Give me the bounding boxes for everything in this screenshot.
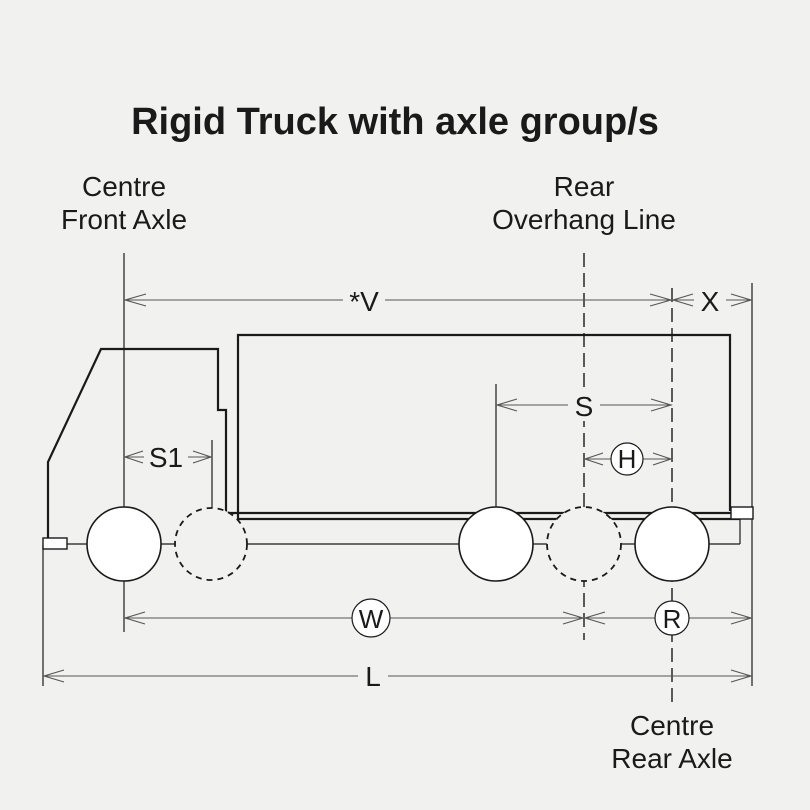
- dim-w-arrow-right: [562, 611, 585, 625]
- dim-h-arrow-right: [652, 452, 673, 466]
- rear-drive-wheel-2: [634, 506, 710, 582]
- dim-s1-label: S1: [149, 442, 183, 473]
- dim-w-arrow-left: [123, 611, 146, 625]
- dim-r-arrow-right: [730, 611, 753, 625]
- dim-s-arrow-right: [650, 398, 673, 412]
- label-centre-front-axle-line2: Front Axle: [61, 204, 187, 235]
- dim-r-arrow-left: [583, 611, 606, 625]
- dim-w-circle: [351, 598, 391, 638]
- dim-s1-arrow-right: [192, 450, 213, 464]
- truck-cab: [46, 347, 228, 540]
- label-rear-overhang-line2: Overhang Line: [492, 204, 676, 235]
- label-rear-overhang-line1: Rear: [554, 171, 615, 202]
- dim-v-arrow-left: [122, 293, 147, 307]
- rear-drive-wheel-1: [458, 506, 534, 582]
- optional-rear-wheel: [546, 506, 622, 582]
- dim-x-arrow-right: [730, 293, 753, 307]
- label-centre-front-axle-line1: Centre: [82, 171, 166, 202]
- dim-r-label: R: [663, 604, 682, 634]
- dim-v-label: *V: [349, 286, 379, 317]
- dim-h-circle: [610, 442, 644, 476]
- front-bumper: [42, 537, 68, 550]
- dim-h-label: H: [618, 444, 637, 474]
- dim-w-label: W: [359, 604, 384, 634]
- dim-l-label: L: [365, 661, 381, 692]
- diagram-title: Rigid Truck with axle group/s: [131, 101, 659, 143]
- dim-x-label: X: [701, 286, 720, 317]
- optional-second-front-wheel: [174, 507, 248, 581]
- dim-l-arrow-left: [42, 669, 65, 683]
- front-wheel: [86, 506, 162, 582]
- label-centre-rear-axle-line2: Rear Axle: [611, 743, 732, 774]
- dim-l-arrow-right: [730, 669, 753, 683]
- dim-s1-arrow-left: [123, 450, 144, 464]
- dim-v-arrow-right: [649, 293, 674, 307]
- truck-box: [236, 333, 732, 513]
- dim-h-arrow-left: [583, 452, 604, 466]
- dim-s-label: S: [575, 391, 594, 422]
- dim-x-arrow-left: [671, 293, 694, 307]
- dim-s-arrow-left: [495, 398, 518, 412]
- rear-bumper: [730, 506, 754, 520]
- label-centre-rear-axle-line1: Centre: [630, 710, 714, 741]
- dim-r-circle: [654, 600, 690, 636]
